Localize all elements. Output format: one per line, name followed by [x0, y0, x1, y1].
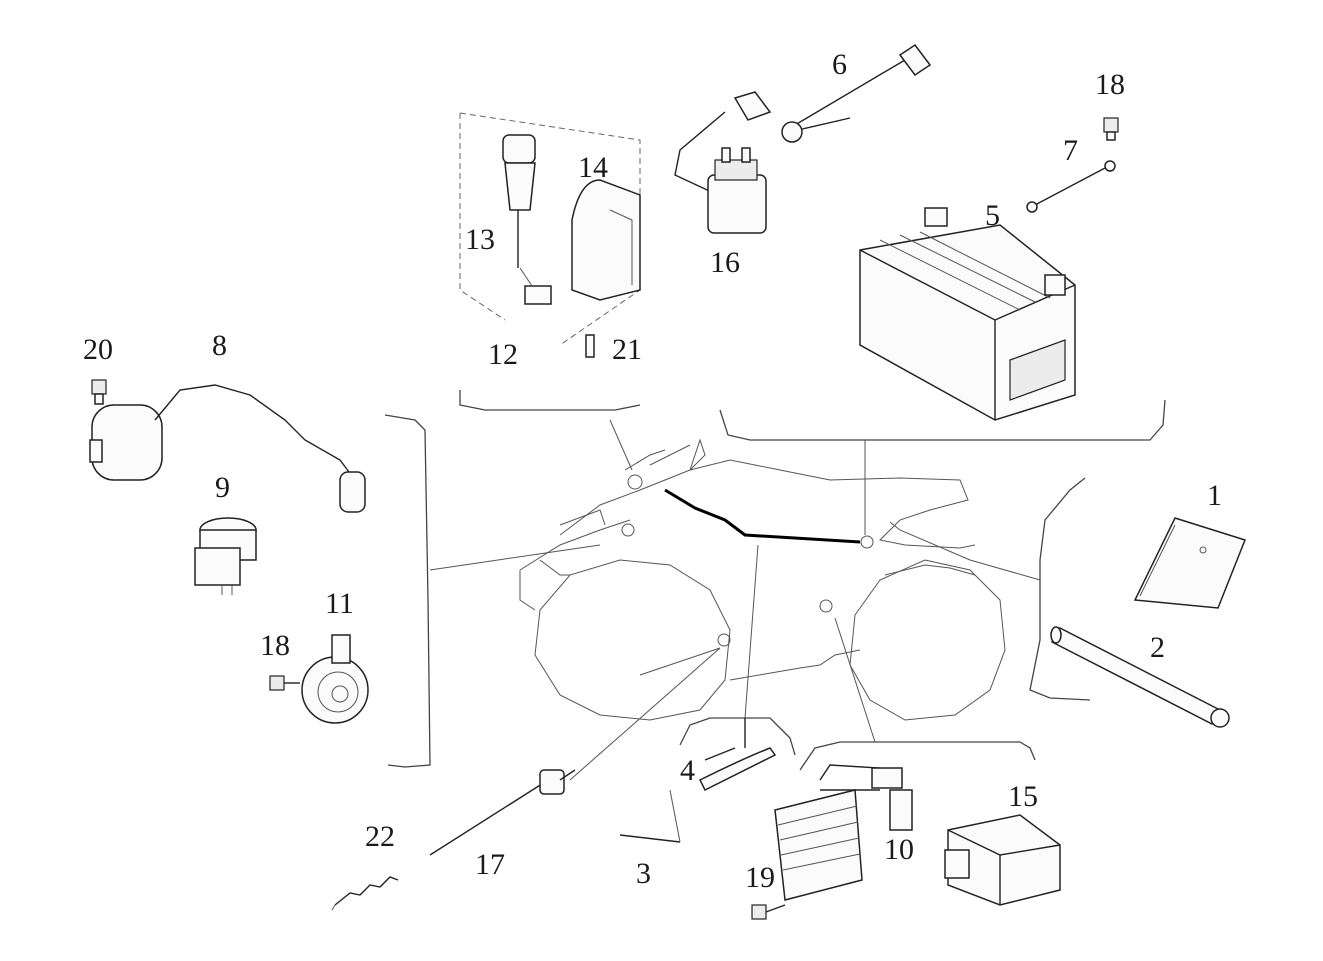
label-19: 19 — [745, 861, 775, 894]
part-15-box — [944, 814, 1061, 906]
part-3-cable — [619, 789, 681, 843]
label-22: 22 — [365, 820, 395, 853]
part-1-cover — [1133, 517, 1246, 609]
part-14-cover — [571, 179, 641, 301]
label-11: 11 — [325, 587, 354, 620]
part-20-bolt — [91, 379, 107, 405]
label-17: 17 — [475, 848, 505, 881]
label-9: 9 — [215, 471, 230, 504]
front-wheel — [534, 559, 731, 721]
label-7: 7 — [1063, 134, 1078, 167]
label-6: 6 — [832, 48, 847, 81]
label-18-horn: 18 — [260, 629, 290, 662]
part-13-switch — [502, 134, 552, 305]
part-17-cable — [429, 769, 576, 856]
label-4: 4 — [680, 754, 695, 787]
atv-body — [559, 459, 976, 549]
label-5: 5 — [985, 199, 1000, 232]
rear-wheel — [849, 559, 1006, 721]
label-13: 13 — [465, 223, 495, 256]
part-6-cable — [781, 43, 932, 143]
atv-outline — [519, 438, 1006, 721]
part-7-cable — [1026, 160, 1116, 213]
part-8-coil — [89, 384, 366, 513]
group-frames — [384, 112, 1166, 781]
part-11-horn — [301, 634, 369, 724]
label-20: 20 — [83, 333, 113, 366]
label-16: 16 — [710, 246, 740, 279]
part-4-fuse — [698, 718, 777, 792]
label-12: 12 — [488, 338, 518, 371]
part-18-bolt-top — [1103, 117, 1119, 141]
part-10-connector — [819, 764, 913, 831]
label-8: 8 — [212, 329, 227, 362]
label-18-top: 18 — [1095, 68, 1125, 101]
part-2-rod — [1050, 626, 1230, 728]
number-labels: 1 2 3 4 5 6 7 8 9 10 11 12 13 14 15 16 1… — [83, 48, 1222, 894]
label-14: 14 — [578, 151, 608, 184]
part-21-screw — [585, 334, 595, 358]
label-10: 10 — [884, 833, 914, 866]
label-21: 21 — [612, 333, 642, 366]
part-5-battery — [859, 207, 1076, 421]
part-18-bolt-horn — [269, 675, 300, 691]
part-16-relay — [674, 91, 772, 234]
label-1: 1 — [1207, 479, 1222, 512]
label-2: 2 — [1150, 631, 1165, 664]
label-15: 15 — [1008, 780, 1038, 813]
part-19-regulator — [751, 789, 863, 920]
main-wire-harness — [664, 488, 861, 544]
part-9-flasher — [194, 517, 257, 595]
label-3: 3 — [636, 857, 651, 890]
part-22-spring — [331, 876, 399, 911]
